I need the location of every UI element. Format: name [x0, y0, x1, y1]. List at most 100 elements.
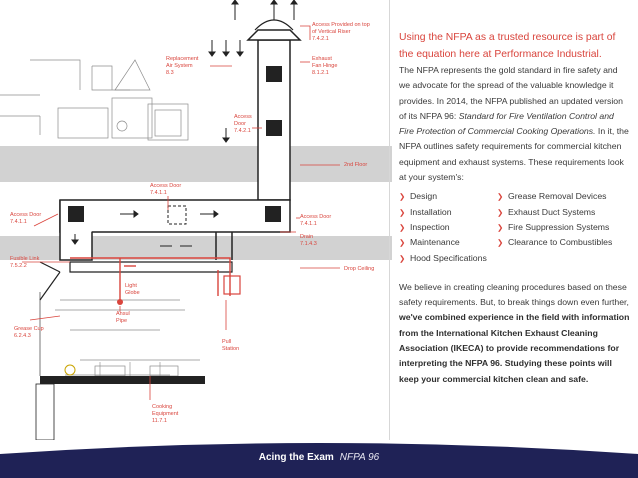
para1-end: In it, the NFPA outlines safety requirem…: [399, 126, 629, 183]
label-ansul-pipe: Ansul Pipe: [116, 311, 130, 325]
label-access-top: Access Provided on top of Vertical Riser…: [312, 22, 370, 43]
exhaust-fan-box: [266, 66, 282, 82]
label-line: Station: [222, 346, 240, 352]
kitchen-exhaust-diagram: Access Provided on top of Vertical Riser…: [0, 0, 392, 441]
body-paragraph-1: The NFPA represents the gold standard in…: [399, 63, 631, 185]
list-item: Maintenance: [399, 235, 497, 251]
label-line: Access Door: [300, 214, 332, 220]
counter-top: [40, 376, 205, 384]
label-second-floor: 2nd Floor: [344, 162, 367, 169]
label-line: Grease Cup: [14, 326, 44, 332]
label-line: Access: [234, 114, 252, 120]
list-item: Fire Suppression Systems: [497, 220, 612, 236]
label-line: 2nd Floor: [344, 162, 368, 168]
footer-wave: [0, 443, 638, 478]
list-item: Hood Specifications: [399, 251, 497, 267]
label-line: Pull: [222, 339, 232, 345]
label-access-door-left: Access Door 7.4.1.1: [10, 212, 41, 226]
label-line: 7.4.2.1: [234, 128, 251, 134]
list-item: Inspection: [399, 220, 497, 236]
label-line: Cooking: [152, 404, 173, 410]
column-divider: [389, 0, 390, 440]
label-light-globe: Light Globe: [125, 283, 140, 297]
text-column: Using the NFPA as a trusted resource is …: [399, 29, 631, 387]
para2-start: We believe in creating cleaning procedur…: [399, 281, 629, 308]
kitchen-sketch: [0, 59, 200, 377]
label-line: Drain: [300, 234, 314, 240]
label-line: 7.1.4.3: [300, 241, 317, 247]
hood: [69, 261, 233, 273]
cookware: [99, 362, 161, 376]
fan-cap: [254, 19, 294, 31]
label-line: Exhaust: [312, 56, 332, 62]
label-line: Equipment: [152, 411, 179, 417]
flow-arrows: [71, 0, 298, 247]
label-drain: Drain 7.1.4.3: [300, 234, 317, 248]
list-item: Clearance to Combustibles: [497, 235, 612, 251]
label-drop-ceiling: Drop Ceiling: [344, 266, 374, 273]
label-line: 7.4.2.1: [312, 36, 329, 42]
list-item: Installation: [399, 205, 497, 221]
label-line: 8.1.2.1: [312, 70, 329, 76]
label-line: Access Provided on top: [312, 22, 370, 28]
label-line: 11.7.1: [152, 418, 167, 424]
access-door-right-box: [265, 206, 281, 222]
footer-band: [0, 443, 638, 478]
label-fusible-link: Fusible Link 7.5.2.2: [10, 256, 39, 270]
label-line: Light: [125, 283, 137, 289]
leader-lines: [22, 25, 340, 400]
requirements-lists: Design Installation Inspection Maintenan…: [399, 189, 631, 267]
drop-ceiling-slab: [0, 236, 392, 260]
hood-lip: [39, 261, 61, 301]
access-door-vertical-box: [266, 120, 282, 136]
second-floor-slab: [0, 146, 392, 182]
label-line: Door: [234, 121, 246, 127]
para2-emphasis: we've combined experience in the field w…: [399, 312, 630, 384]
intro-text: Using the NFPA as a trusted resource is …: [399, 32, 616, 60]
label-access-door-center: Access Door 7.4.1.1: [150, 183, 181, 197]
footer-subtitle: NFPA 96: [339, 452, 380, 463]
label-line: Drop Ceiling: [344, 266, 375, 272]
body-paragraph-2: We believe in creating cleaning procedur…: [399, 280, 631, 387]
footer-title: Acing the Exam: [258, 452, 334, 463]
label-cooking-equipment: Cooking Equipment 11.7.1: [152, 404, 178, 425]
access-door-left-box: [68, 206, 84, 222]
label-line: of Vertical Riser: [312, 29, 351, 35]
para1-start: The NFPA represents the gold standard in…: [399, 65, 623, 121]
counter-base: [35, 383, 55, 441]
label-line: Pipe: [116, 318, 128, 324]
label-replacement-air: Replacement Air System 8.3: [166, 56, 198, 77]
label-grease-cup: Grease Cup 6.2.4.3: [14, 326, 44, 340]
list-item: Design: [399, 189, 497, 205]
list-item: Grease Removal Devices: [497, 189, 612, 205]
label-line: Ansul: [116, 311, 130, 317]
para1-standard-title: Standard for Fire Ventilation Control an…: [399, 110, 614, 137]
label-pull-station: Pull Station: [222, 339, 239, 353]
label-line: Fan Hinge: [312, 63, 338, 69]
label-line: Access Door: [10, 212, 42, 218]
label-line: Air System: [166, 63, 193, 69]
pull-station-box: [223, 275, 241, 295]
requirements-list-left: Design Installation Inspection Maintenan…: [399, 189, 497, 267]
nozzle-icon: [117, 299, 123, 305]
label-line: Globe: [125, 290, 140, 296]
label-line: Access Door: [150, 183, 182, 189]
label-line: 7.4.1.1: [150, 190, 167, 196]
label-exhaust-fan: Exhaust Fan Hinge 8.1.2.1: [312, 56, 337, 77]
grease-cup-icon: [64, 364, 76, 376]
label-access-door-vertical: Access Door 7.4.2.1: [234, 114, 252, 135]
list-item: Exhaust Duct Systems: [497, 205, 612, 221]
requirements-list-right: Grease Removal Devices Exhaust Duct Syst…: [497, 189, 612, 265]
access-door-center-box: [167, 205, 187, 225]
label-line: Replacement: [166, 56, 199, 62]
label-line: 8.3: [166, 70, 174, 76]
label-access-door-right: Access Door 7.4.1.1: [300, 214, 331, 228]
label-line: Fusible Link: [10, 256, 40, 262]
footer-caption: Acing the Exam NFPA 96: [0, 452, 638, 463]
label-line: 6.2.4.3: [14, 333, 31, 339]
diagram-svg: [0, 0, 392, 441]
label-line: 7.4.1.1: [10, 219, 27, 225]
label-line: 7.5.2.2: [10, 263, 27, 269]
label-line: 7.4.1.1: [300, 221, 317, 227]
